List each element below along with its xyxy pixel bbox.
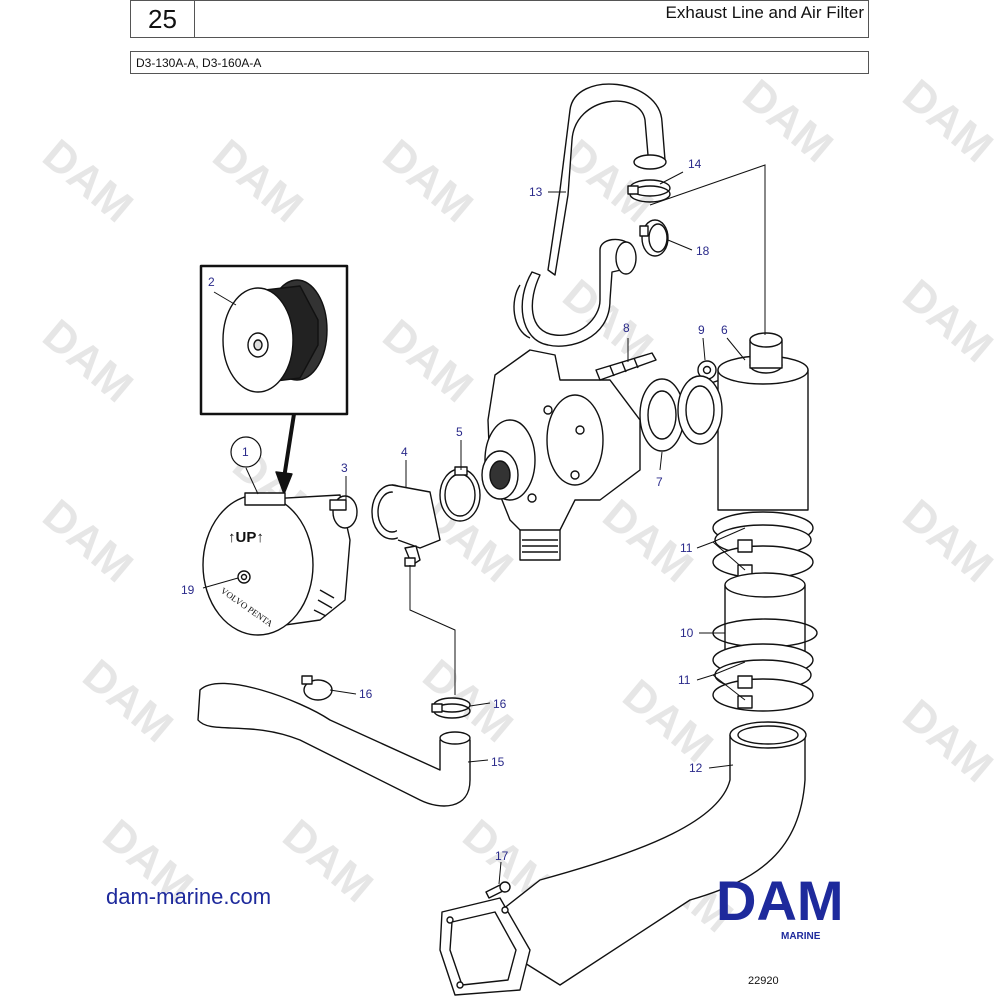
screw-17 [485,881,511,899]
title-box: Exhaust Line and Air Filter [194,0,869,38]
callout-9: 9 [698,323,705,337]
up-label: ↑UP↑ [228,529,264,546]
gasket-7 [639,378,685,452]
page-title: Exhaust Line and Air Filter [665,3,864,22]
callout-11-lower: 11 [678,673,691,687]
clamp-pair-upper [712,511,814,579]
inset-arrow [282,413,296,479]
callout-14: 14 [688,157,702,171]
callout-1-circle [230,436,262,468]
callout-18: 18 [696,244,710,258]
watermark: DAM [734,70,842,172]
watermark: DAM [614,670,722,772]
watermark: DAM [34,310,142,412]
callout-12: 12 [689,761,703,775]
watermark: DAM [894,270,1000,372]
air-filter-housing: ↑UP↑ VOLVO PENTA [202,492,351,636]
watermark: DAM [34,130,142,232]
lower-hose-15 [197,682,471,807]
nut-9 [697,360,717,380]
hose-clamp-16a [301,675,333,701]
filter-element-inset [199,264,349,416]
callout-4: 4 [401,445,408,459]
drawing-number: 22920 [748,975,779,987]
watermark: DAM [34,490,142,592]
callout-11-upper: 11 [680,541,693,555]
hose-clamp-5 [439,466,481,522]
clamp-pair-lower [712,643,814,712]
upper-hose [513,83,667,347]
callout-10: 10 [680,626,694,640]
callout-2: 2 [208,275,215,289]
inset-arrow-head [275,471,293,495]
engine-models: D3-130A-A, D3-160A-A [136,56,262,70]
callout-16-right: 16 [493,697,507,711]
callout-6: 6 [721,323,728,337]
hose-clamp-16b [431,697,471,719]
logo-main: DAM [716,869,844,932]
page-number: 25 [148,4,177,34]
watermark: DAM [894,70,1000,172]
hose-clamp-18 [639,219,669,257]
watermark: DAM [894,690,1000,792]
callout-16-left: 16 [359,687,373,701]
callout-8: 8 [623,321,630,335]
callout-17: 17 [495,849,509,863]
watermark: DAM [374,130,482,232]
models-box: D3-130A-A, D3-160A-A [130,51,869,74]
watermark: DAM [74,650,182,752]
callout-7: 7 [656,475,663,489]
callout-15: 15 [491,755,505,769]
hose-clamp-3 [329,495,358,529]
callouts: 1 2 3 4 5 6 7 8 9 10 11 11 12 13 14 15 1… [181,157,728,863]
website-link[interactable]: dam-marine.com [106,884,272,909]
page-number-box: 25 [130,0,195,38]
leader-lines [202,164,766,885]
turbocharger [481,349,641,561]
watermark: DAM [894,490,1000,592]
watermark: DAM [274,810,382,912]
callout-5: 5 [456,425,463,439]
exhaust-elbow [677,332,809,511]
callout-1: 1 [242,445,249,459]
watermark: DAM [374,310,482,412]
callout-19: 19 [181,583,195,597]
intake-elbow [371,484,441,567]
logo-sub: MARINE [781,931,821,942]
exhaust-pipe-12 [439,721,807,996]
callout-13: 13 [529,185,543,199]
callout-3: 3 [341,461,348,475]
watermark: DAM [204,130,312,232]
dam-marine-logo: DAM MARINE [716,869,844,942]
stud-8 [595,352,657,381]
